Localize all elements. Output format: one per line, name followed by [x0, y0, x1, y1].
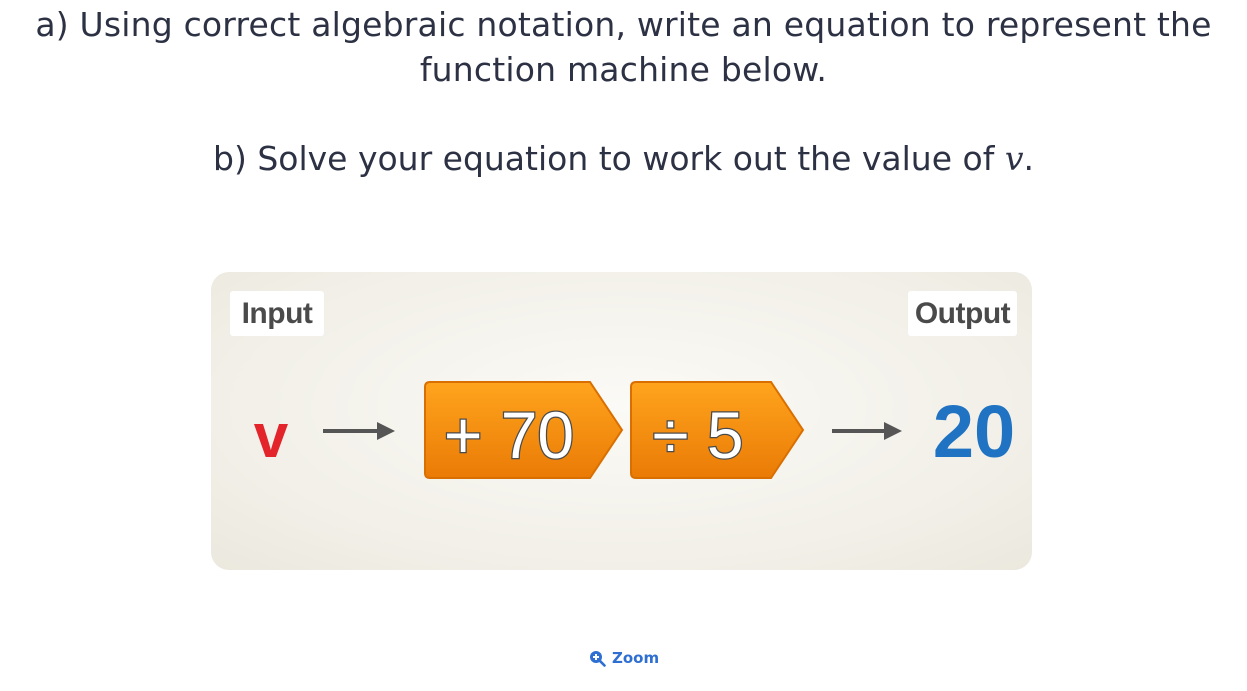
output-value: 20: [933, 390, 1015, 473]
output-label: Output: [908, 291, 1017, 336]
zoom-label: Zoom: [612, 649, 660, 667]
question-variable: v: [1004, 139, 1024, 178]
function-machine-diagram: v + 70 ÷ 5 20: [254, 381, 1015, 479]
arrow-icon: [323, 422, 395, 440]
question-part-b-text: b) Solve your equation to work out the v…: [213, 139, 1005, 178]
question-part-b-end: .: [1023, 139, 1034, 178]
operation-label-divide: ÷ 5: [652, 398, 743, 472]
zoom-button[interactable]: Zoom: [589, 647, 659, 669]
question-part-b: b) Solve your equation to work out the v…: [0, 136, 1247, 181]
input-label: Input: [230, 291, 324, 336]
operation-box-add: + 70: [424, 381, 624, 479]
zoom-in-icon: [590, 650, 606, 667]
question-part-a: a) Using correct algebraic notation, wri…: [35, 5, 1212, 89]
operation-label-add: + 70: [444, 398, 574, 472]
operation-box-divide: ÷ 5: [630, 381, 805, 479]
arrow-icon: [832, 422, 902, 440]
input-value: v: [254, 402, 289, 471]
function-machine: Input Output v + 70 ÷ 5: [211, 272, 1032, 570]
